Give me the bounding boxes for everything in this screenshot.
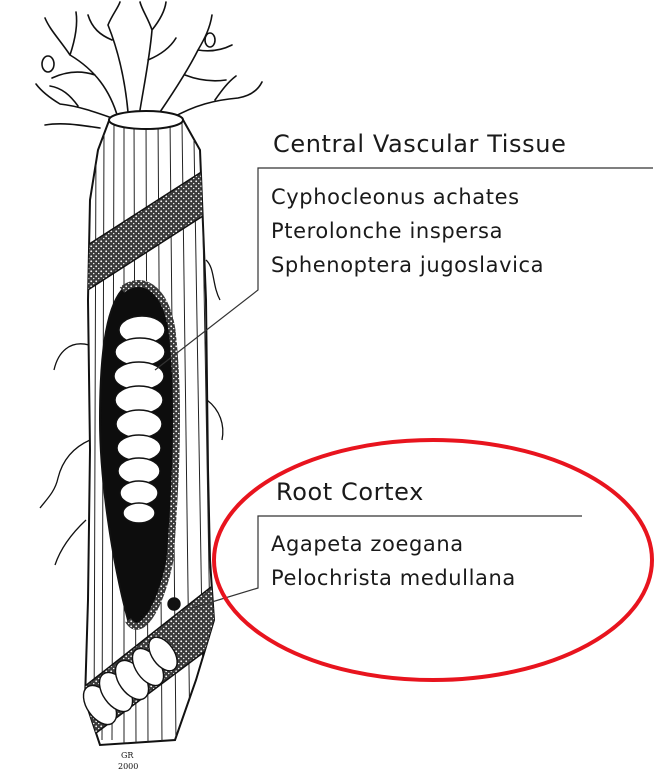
root-branches <box>36 2 262 128</box>
species-pterolonche: Pterolonche inspersa <box>271 214 544 248</box>
central-vascular-species-list: Cyphocleonus achates Pterolonche inspers… <box>271 180 544 282</box>
root-cortex-heading: Root Cortex <box>276 478 424 506</box>
signature-initials: GR <box>121 751 134 760</box>
root-crown-top <box>109 111 183 129</box>
root-cortex-species-list: Agapeta zoegana Pelochrista medullana <box>271 527 516 595</box>
central-vascular-tissue-heading: Central Vascular Tissue <box>273 130 566 158</box>
species-agapeta: Agapeta zoegana <box>271 527 516 561</box>
signature-year: 2000 <box>118 762 138 771</box>
vascular-larva <box>114 316 165 523</box>
species-cyphocleonus: Cyphocleonus achates <box>271 180 544 214</box>
species-sphenoptera: Sphenoptera jugoslavica <box>271 248 544 282</box>
species-pelochrista: Pelochrista medullana <box>271 561 516 595</box>
artist-signature: GR 2000 <box>118 751 138 771</box>
